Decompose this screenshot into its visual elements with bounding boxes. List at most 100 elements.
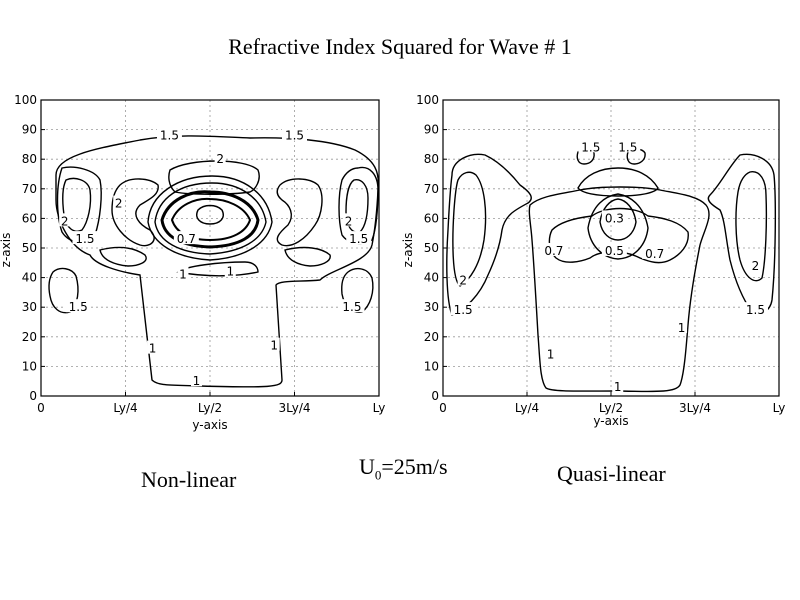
- right-ytick-label: 0: [431, 389, 439, 403]
- right-ytick-label: 30: [424, 300, 439, 314]
- left-xtick-label: Ly: [373, 401, 386, 415]
- right-xaxis-label: y-axis: [593, 414, 628, 428]
- right-contour-label-bg: [642, 245, 668, 259]
- left-contour-label-bg: [173, 231, 199, 245]
- right-ytick-label: 100: [416, 93, 439, 107]
- left-contour-label: 1: [226, 265, 234, 279]
- right-contour-label: 1: [547, 348, 555, 362]
- left-contour-label: 1: [149, 342, 157, 356]
- left-contour-label-bg: [282, 127, 307, 141]
- right-contour-label: 1.5: [618, 140, 637, 154]
- right-contour-label-bg: [676, 319, 688, 333]
- right-contour-left-inner: [452, 171, 487, 287]
- left-ytick-label: 40: [22, 271, 37, 285]
- left-contour-1-inner-box: [176, 261, 259, 277]
- left-ytick-label: 30: [22, 300, 37, 314]
- right-contour-label: 0.7: [544, 244, 563, 258]
- right-contour-label: 1.5: [746, 303, 765, 317]
- left-contour-label-bg: [224, 263, 236, 277]
- right-caption: Quasi-linear: [557, 461, 666, 486]
- left-contour-label-bg: [214, 151, 226, 165]
- left-contour-label-bg: [113, 195, 125, 209]
- right-contour-left-outer: [446, 153, 532, 316]
- left-xtick-label: 3Ly/4: [279, 401, 311, 415]
- left-contour-2-upper: [168, 160, 260, 195]
- right-contour-label: 0.3: [605, 211, 624, 225]
- left-contour-label: 2: [216, 152, 224, 166]
- left-contour-label: 1: [193, 374, 201, 388]
- left-contour-label: 2: [345, 214, 353, 228]
- left-core-ring-3: [154, 182, 267, 255]
- left-contour-label-bg: [268, 337, 280, 351]
- right-ytick-label: 70: [424, 182, 439, 196]
- velocity-value: =25m/s: [381, 454, 448, 479]
- right-contour-right-outer: [707, 153, 777, 315]
- left-ytick-label: 70: [22, 182, 37, 196]
- left-contour-label-bg: [147, 340, 159, 354]
- left-contour-label-bg: [346, 231, 372, 245]
- left-contour-label: 1.5: [342, 300, 361, 314]
- left-xaxis-label: y-axis: [192, 418, 227, 432]
- left-contour-label-bg: [156, 127, 182, 141]
- left-contour-label: 1.5: [69, 300, 88, 314]
- left-contour-label-bg: [65, 299, 91, 313]
- right-ytick-label: 50: [424, 241, 439, 255]
- left-contour-label-bg: [339, 299, 365, 313]
- right-contour-label: 1.5: [454, 303, 473, 317]
- left-caption: Non-linear: [141, 467, 237, 492]
- left-ytick-label: 60: [22, 211, 37, 225]
- left-contour-label-bg: [190, 373, 202, 387]
- right-xtick-label: Ly/4: [515, 401, 539, 415]
- left-ytick-label: 50: [22, 241, 37, 255]
- right-contour-label-bg: [601, 242, 627, 256]
- right-contour-0.7: [548, 207, 689, 264]
- left-xtick-label: Ly/2: [198, 401, 222, 415]
- right-contour-label-bg: [541, 242, 567, 256]
- left-contour-label: 1: [179, 268, 187, 282]
- left-contour-label: 1.5: [285, 129, 304, 143]
- right-contour-label-bg: [612, 379, 624, 393]
- left-contour-label-bg: [72, 231, 98, 245]
- left-contour-2-right-branch: [276, 178, 323, 247]
- right-contour-label: 0.5: [605, 244, 624, 258]
- right-xtick-label: Ly/2: [599, 401, 623, 415]
- velocity-symbol: U: [359, 454, 375, 479]
- right-contour-label-bg: [450, 302, 476, 316]
- right-ytick-label: 40: [424, 271, 439, 285]
- left-contour-outer-top: [55, 135, 380, 388]
- right-yaxis-label: z-axis: [401, 233, 415, 268]
- left-xtick-label: 0: [37, 401, 45, 415]
- figure-title: Refractive Index Squared for Wave # 1: [228, 34, 572, 59]
- right-contour-1-central: [528, 186, 710, 393]
- left-xtick-label: Ly/4: [113, 401, 137, 415]
- left-ytick-label: 20: [22, 330, 37, 344]
- velocity-caption: U0=25m/s: [359, 454, 448, 483]
- right-contour-label-bg: [545, 346, 557, 360]
- left-yaxis-label: z-axis: [0, 233, 13, 268]
- right-ytick-label: 90: [424, 123, 439, 137]
- right-contour-right-inner: [735, 171, 768, 282]
- left-contour-label: 1: [270, 339, 278, 353]
- left-contour-mid-left-ridge: [99, 246, 147, 267]
- left-core-ring-4: [147, 175, 273, 261]
- left-contour-label: 0.7: [177, 232, 196, 246]
- right-contour-label-bg: [601, 210, 627, 224]
- left-contour-label-bg: [177, 266, 189, 280]
- right-contour-label-bg: [578, 139, 604, 153]
- right-contour-label: 1: [614, 380, 622, 394]
- left-contours: [48, 135, 380, 388]
- right-ytick-label: 60: [424, 211, 439, 225]
- left-contour-label: 1.5: [75, 232, 94, 246]
- left-ytick-label: 100: [14, 93, 37, 107]
- right-contour-label: 2: [459, 274, 467, 288]
- left-contour-label: 1.5: [160, 129, 179, 143]
- left-contour-label: 2: [61, 214, 69, 228]
- left-core-inner-feature: [196, 204, 224, 225]
- right-contour-label-bg: [742, 302, 768, 316]
